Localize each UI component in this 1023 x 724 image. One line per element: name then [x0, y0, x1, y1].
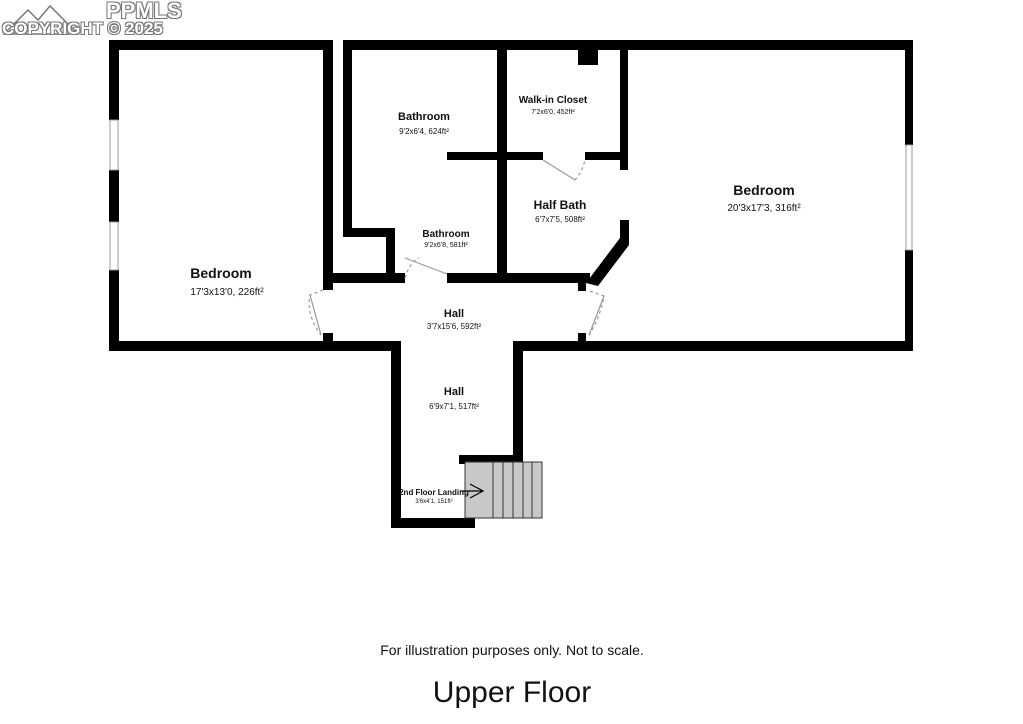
room-name: Hall [443, 308, 465, 320]
room-dims: 9'2x6'4, 624ft² [399, 127, 449, 136]
room-dims: 6'9x7'1, 517ft² [429, 402, 479, 411]
ppmls-logo-icon [2, 4, 80, 35]
room-dims: 7'2x6'0, 452ft² [531, 109, 575, 116]
room-name: Hall [443, 386, 465, 398]
room-dims: 9'2x6'8, 581ft² [424, 242, 468, 249]
watermark-copyright: COPYRIGHT © 2025 [2, 19, 163, 38]
watermark: PPMLS COPYRIGHT © 2025 [2, 0, 182, 38]
floor-title: Upper Floor [432, 676, 592, 709]
room-name: Half Bath [533, 198, 587, 212]
walls [109, 40, 913, 528]
disclaimer: For illustration purposes only. Not to s… [380, 642, 644, 658]
room-dims: 17'3x13'0, 226ft² [190, 287, 264, 298]
room-dims: 3'6x4'1, 151ft² [415, 499, 453, 505]
room-name: Bedroom [733, 182, 795, 198]
doors [308, 159, 605, 336]
room-dims: 20'3x17'3, 316ft² [727, 203, 801, 214]
room-name: Bathroom [398, 111, 450, 123]
room-dims: 3'7x15'6, 592ft² [426, 322, 482, 331]
arrow-right-icon [460, 483, 485, 499]
room-name: Walk-in Closet [518, 95, 588, 106]
watermark-brand: PPMLS [106, 0, 182, 23]
room-dims: 6'7x7'5, 508ft² [535, 215, 585, 224]
room-name: Bathroom [422, 229, 470, 240]
stairs [460, 461, 543, 519]
room-name: Bedroom [190, 265, 252, 281]
windows [109, 119, 913, 271]
room-name: 2nd Floor Landing [399, 488, 469, 497]
